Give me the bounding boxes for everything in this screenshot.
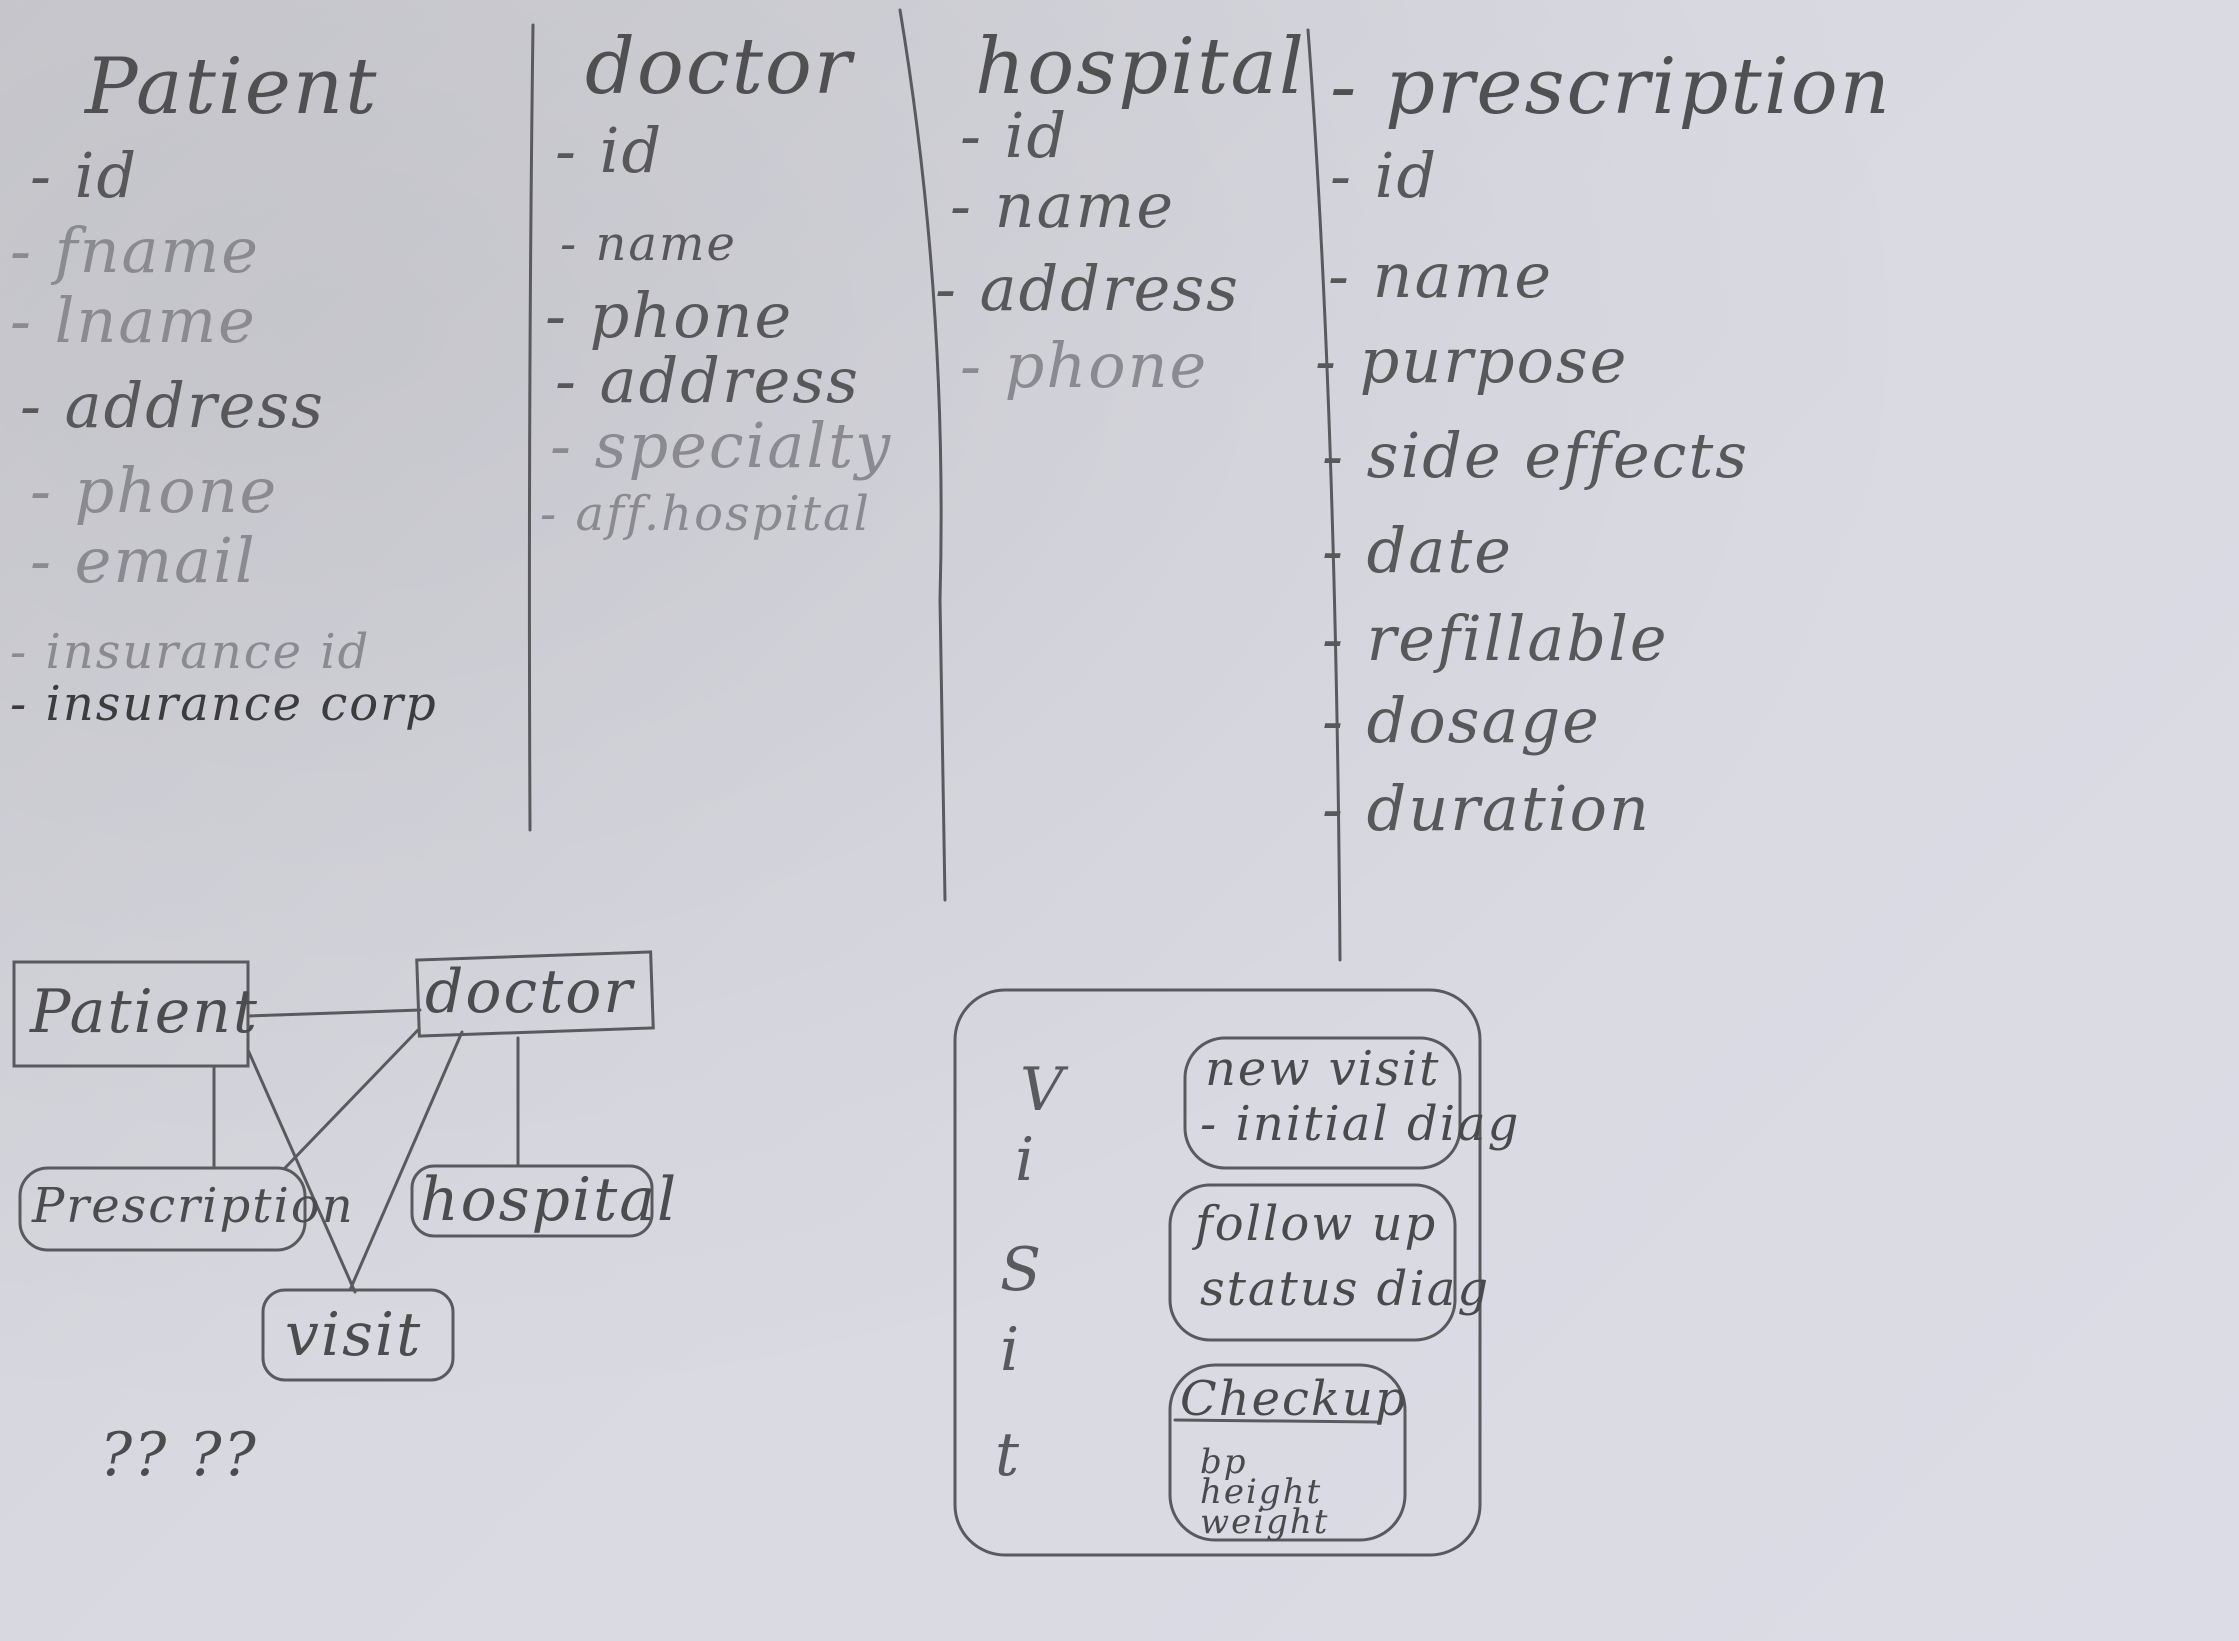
line-doctor-visit: [348, 1030, 464, 1292]
patient-field-phone: - phone: [30, 454, 279, 527]
patient-field-id: - id: [30, 139, 139, 212]
doctor-field-aff-hospital: - aff.hospital: [540, 486, 871, 542]
visit-letter-i2: i: [1000, 1315, 1020, 1385]
patient-field-lname: - lname: [10, 284, 257, 357]
hospital-field-phone: - phone: [960, 329, 1209, 402]
divider-hospital-prescription: [1306, 28, 1342, 962]
prescription-field-dosage: - dosage: [1322, 684, 1601, 757]
box-checkup: [1168, 1363, 1407, 1542]
box-new-visit: [1183, 1036, 1462, 1170]
prescription-field-duration: - duration: [1322, 772, 1651, 845]
doctor-field-phone: - phone: [545, 279, 794, 352]
follow-up-detail: status diag: [1200, 1261, 1491, 1317]
er-question-marks: ?? ??: [100, 1420, 258, 1490]
checkup-title: Checkup: [1180, 1371, 1408, 1427]
patient-field-fname: - fname: [10, 214, 260, 287]
prescription-field-date: - date: [1322, 514, 1513, 587]
box-patient: [12, 960, 250, 1068]
patient-field-address: - address: [20, 369, 325, 442]
patient-field-insurance-id: - insurance id: [10, 624, 371, 680]
follow-up-title: follow up: [1195, 1196, 1438, 1252]
line-patient-doctor: [246, 1008, 422, 1018]
visit-letter-v: V: [1020, 1055, 1064, 1125]
divider-doctor-hospital: [898, 8, 947, 902]
checkup-underline: [1173, 1418, 1380, 1424]
patient-column-title: Patient: [85, 42, 379, 132]
box-visit: [261, 1288, 455, 1382]
doctor-field-id: - id: [555, 114, 664, 187]
doctor-field-specialty: - specialty: [550, 409, 893, 482]
new-visit-title: new visit: [1205, 1041, 1441, 1097]
line-patient-visit: [246, 1048, 357, 1294]
box-doctor: [415, 950, 655, 1038]
er-visit-label: visit: [285, 1300, 423, 1370]
visit-letter-i1: i: [1015, 1125, 1035, 1195]
patient-field-email: - email: [30, 524, 257, 597]
checkup-weight: weight: [1200, 1502, 1330, 1542]
checkup-bp: bp: [1200, 1442, 1248, 1482]
er-patient-label: Patient: [30, 977, 260, 1047]
divider-patient-doctor: [527, 23, 535, 832]
hospital-field-name: - name: [950, 169, 1176, 242]
hospital-field-id: - id: [960, 99, 1069, 172]
box-hospital: [410, 1164, 654, 1238]
prescription-field-id: - id: [1330, 139, 1439, 212]
doctor-field-address: - address: [555, 344, 860, 417]
prescription-field-name: - name: [1328, 239, 1554, 312]
er-prescription-label: Prescription: [32, 1178, 355, 1234]
prescription-column-title: - prescription: [1330, 42, 1892, 132]
line-doctor-prescription: [283, 1028, 420, 1170]
prescription-field-purpose: - purpose: [1315, 324, 1629, 397]
er-hospital-label: hospital: [420, 1165, 679, 1235]
patient-field-insurance-corp: - insurance corp: [10, 676, 438, 732]
prescription-field-refillable: - refillable: [1322, 602, 1669, 675]
box-prescription: [18, 1166, 307, 1252]
hospital-column-title: hospital: [975, 22, 1306, 112]
checkup-height: height: [1200, 1472, 1323, 1512]
doctor-field-name: - name: [560, 216, 737, 272]
visit-letter-t: t: [995, 1420, 1020, 1490]
new-visit-detail: - initial diag: [1200, 1096, 1521, 1152]
box-follow-up: [1168, 1183, 1457, 1342]
hospital-field-address: - address: [935, 252, 1240, 325]
prescription-field-side-effects: - side effects: [1322, 419, 1750, 492]
doctor-column-title: doctor: [585, 22, 854, 112]
er-doctor-label: doctor: [425, 957, 635, 1027]
visit-letter-s: S: [1000, 1235, 1042, 1305]
visit-types-container: [953, 988, 1482, 1557]
